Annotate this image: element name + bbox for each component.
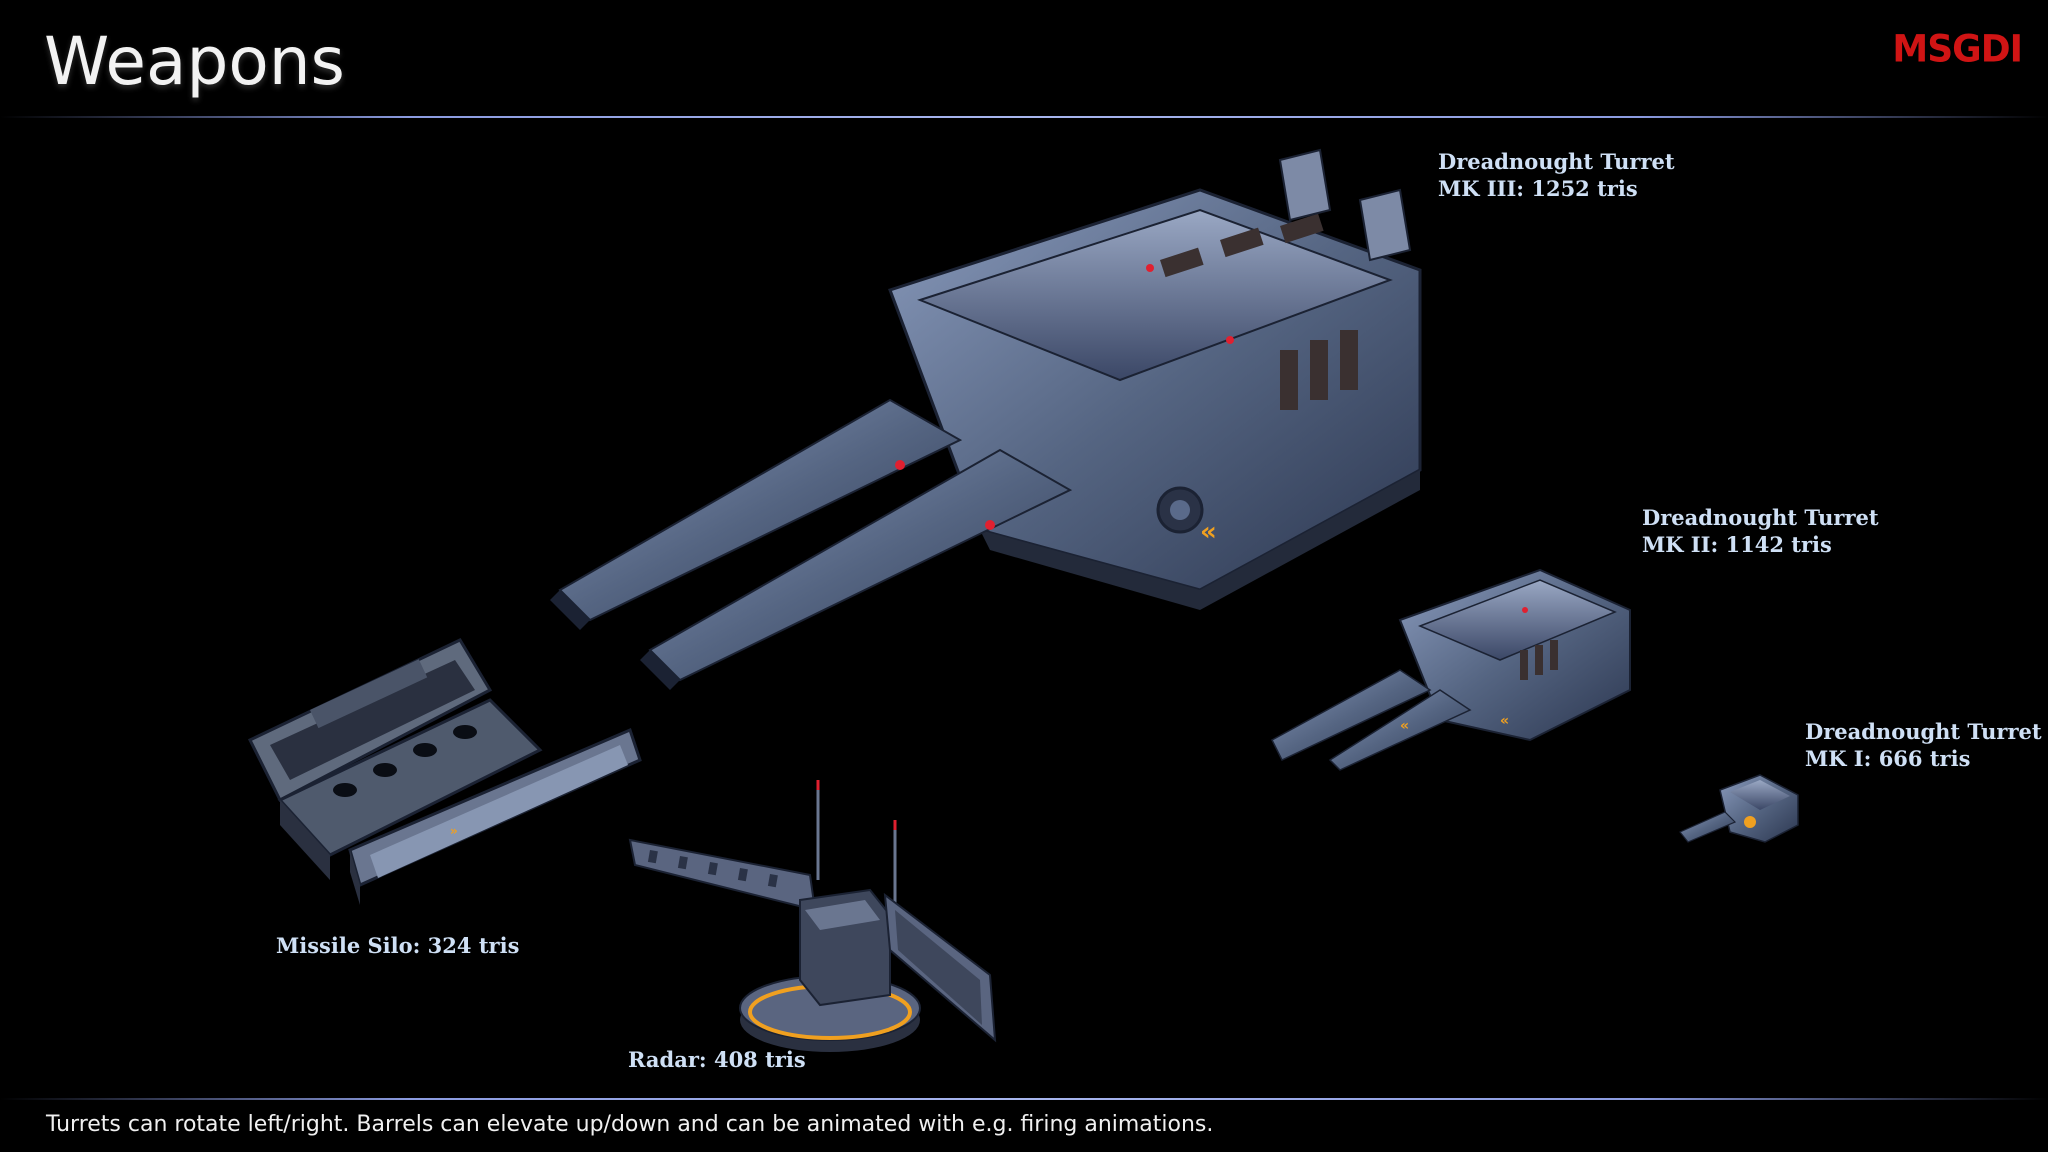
missile-silo-icon: » [247, 638, 642, 905]
footer-divider [0, 1098, 2048, 1100]
svg-text:«: « [1400, 718, 1409, 734]
radar-icon [628, 780, 997, 1052]
turret-mk2-detail: MK II: 1142 tris [1642, 532, 1832, 557]
radar-label: Radar: 408 tris [628, 1047, 806, 1072]
turret-mk3-detail: MK III: 1252 tris [1438, 176, 1638, 201]
turret-mk3-name: Dreadnought Turret [1438, 149, 1675, 174]
turret-mk1-label: Dreadnought Turret MK I: 666 tris [1805, 718, 2042, 772]
turret-mk3-label: Dreadnought Turret MK III: 1252 tris [1438, 148, 1675, 202]
turret-medium-icon: « « [1271, 568, 1631, 771]
turret-mk1-name: Dreadnought Turret [1805, 719, 2042, 744]
turret-small-icon [1679, 774, 1799, 843]
turret-large-icon: « [550, 148, 1422, 690]
page-title: Weapons [44, 23, 345, 100]
turret-mk1-detail: MK I: 666 tris [1805, 746, 1971, 771]
turret-mk2-name: Dreadnought Turret [1642, 505, 1879, 530]
svg-text:«: « [1200, 517, 1217, 547]
svg-text:«: « [1500, 713, 1509, 729]
footer-caption: Turrets can rotate left/right. Barrels c… [46, 1112, 1214, 1137]
turret-mk2-label: Dreadnought Turret MK II: 1142 tris [1642, 504, 1879, 558]
missile-silo-label: Missile Silo: 324 tris [276, 933, 520, 958]
svg-text:»: » [450, 824, 458, 838]
header-divider [0, 116, 2048, 118]
brand-logo: MSGDI [1892, 27, 2023, 71]
